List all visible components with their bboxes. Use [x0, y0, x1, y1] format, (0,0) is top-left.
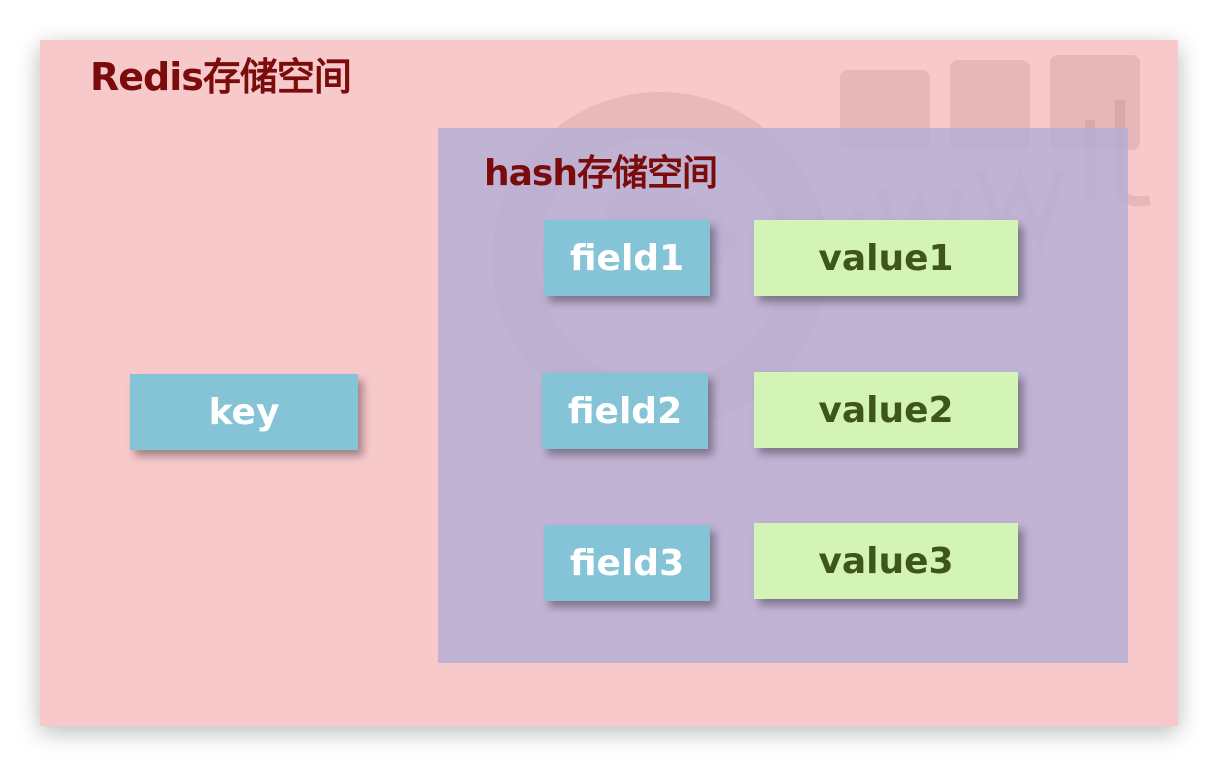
- hash-storage-space: hash存储空间 field1 value1 field2 value2 fie…: [438, 128, 1128, 663]
- value-box: value3: [754, 523, 1018, 599]
- redis-storage-title: Redis存储空间: [90, 55, 352, 99]
- value-box: value1: [754, 220, 1018, 296]
- hash-storage-title: hash存储空间: [484, 153, 718, 194]
- redis-storage-space: Redis存储空间 key hash存储空间 field1 value1 fie…: [40, 40, 1178, 726]
- value-label: value1: [818, 237, 954, 279]
- field-label: field1: [569, 237, 685, 279]
- field-label: field2: [567, 390, 683, 432]
- field-label: field3: [569, 542, 685, 584]
- key-box: key: [130, 374, 358, 450]
- value-box: value2: [754, 372, 1018, 448]
- field-box: field1: [544, 220, 710, 296]
- value-label: value3: [818, 540, 954, 582]
- field-box: field3: [544, 525, 710, 601]
- key-label: key: [208, 391, 280, 433]
- value-label: value2: [818, 389, 954, 431]
- field-box: field2: [542, 373, 708, 449]
